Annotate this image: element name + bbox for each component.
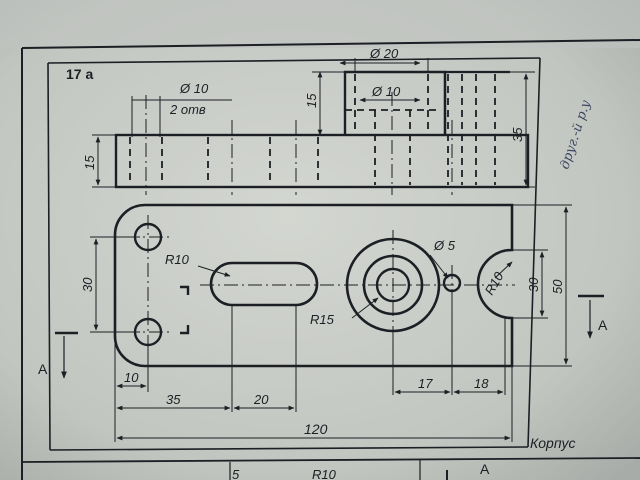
slot-radius-label: R10 [165, 252, 190, 267]
top-outline [113, 203, 514, 368]
dim-17-label: 17 [418, 376, 433, 391]
section-label-right: А [598, 317, 608, 333]
counterbore-radius-label: R15 [310, 312, 335, 327]
sheet-frame [21, 39, 640, 480]
section-label-left: А [38, 361, 48, 377]
section-mark-left [55, 331, 78, 379]
overall-length-label: 120 [304, 421, 328, 437]
top-dimensions [90, 204, 572, 442]
front-center-lines [145, 92, 453, 195]
dim-20-label: 20 [253, 392, 269, 407]
boss-diameter-label: Ø 20 [369, 46, 399, 61]
section-mark-right [578, 294, 604, 339]
bore-diameter-label: Ø 10 [371, 84, 401, 99]
front-view [92, 58, 535, 195]
front-hidden-lines [129, 74, 496, 185]
total-height-label: 35 [510, 127, 525, 142]
base-height-label: 15 [82, 155, 97, 170]
front-dimensions [92, 58, 535, 188]
overall-width-label: 50 [550, 279, 565, 294]
bottom-partial-right: R10 [312, 467, 337, 480]
boss-height-label: 15 [304, 93, 319, 108]
task-number: 17 a [66, 66, 93, 82]
hole-count-label: 2 отв [169, 102, 206, 117]
hole-diameter-label: Ø 10 [179, 81, 209, 96]
notch-height-label: 30 [526, 277, 541, 292]
dim-18-label: 18 [474, 376, 489, 391]
section-label-bottom: А [480, 461, 490, 477]
bottom-partial-left: 5 [232, 467, 240, 480]
top-view [90, 203, 572, 442]
hole-spacing-label: 30 [80, 277, 95, 292]
dim-10-label: 10 [124, 370, 139, 385]
small-hole-label: Ø 5 [433, 238, 456, 253]
part-name: Корпус [530, 435, 576, 451]
dim-35-label: 35 [166, 392, 181, 407]
